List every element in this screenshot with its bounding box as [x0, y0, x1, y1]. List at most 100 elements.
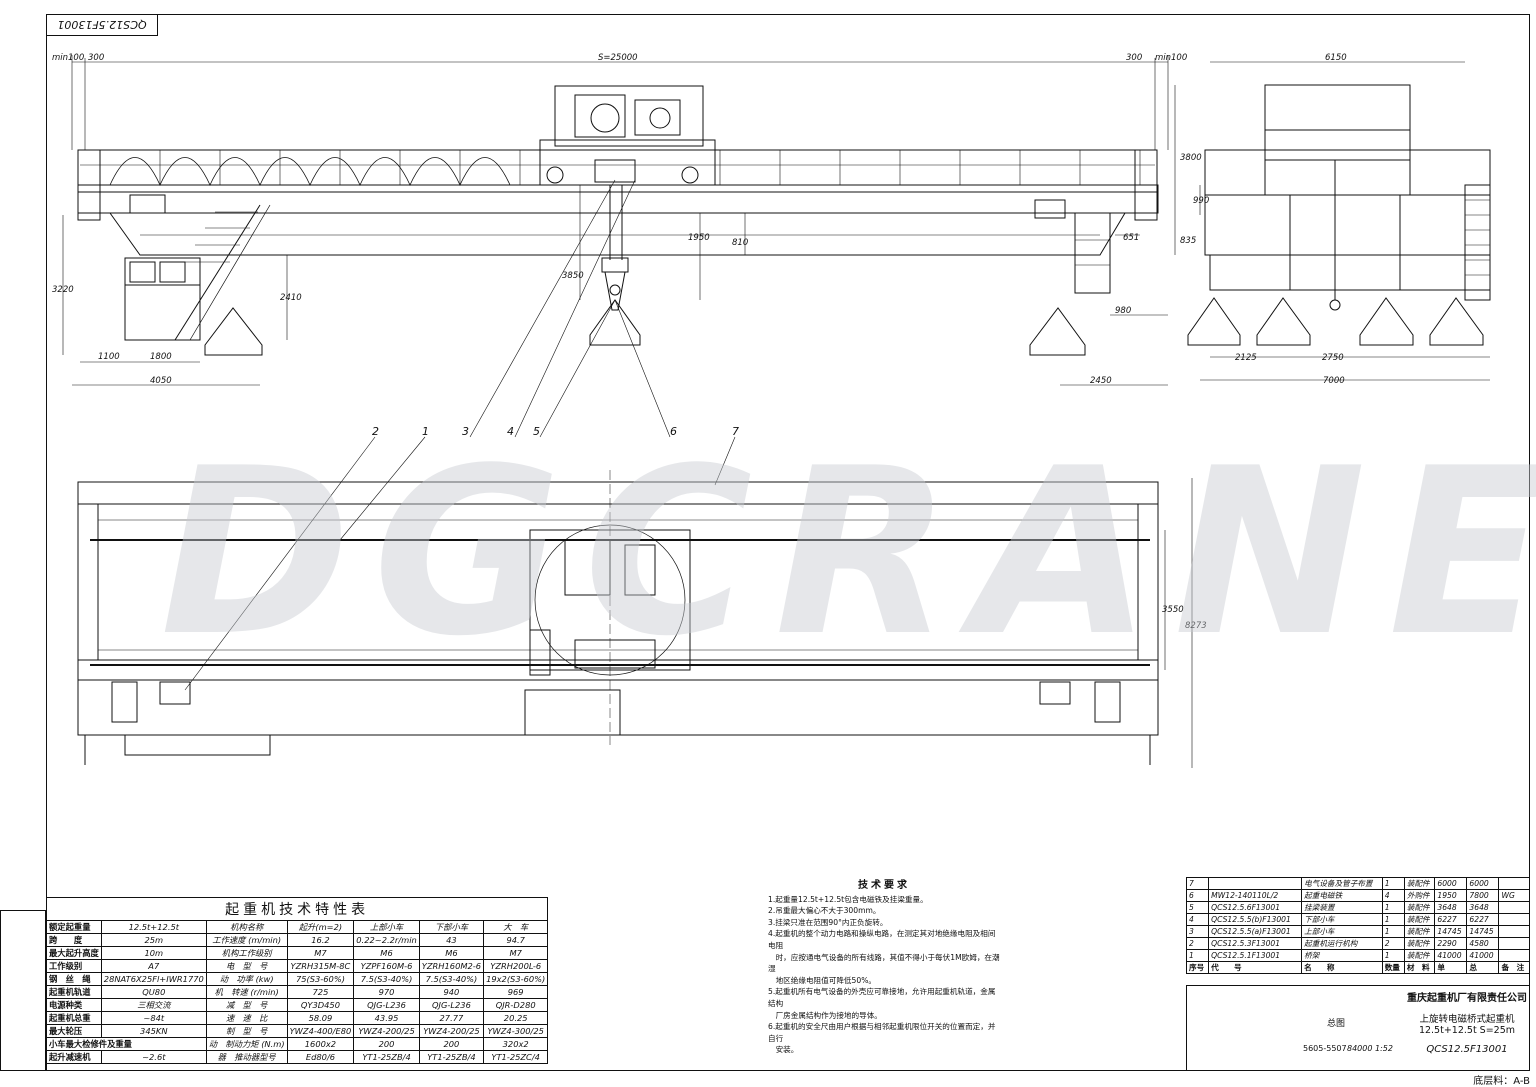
bom-header-cell: 数量 — [1381, 961, 1405, 974]
spec-cell: 970 — [353, 985, 420, 999]
bom-cell: 6227 — [1434, 913, 1468, 926]
dim-2125: 2125 — [1235, 353, 1257, 363]
spec-cell: YWZ4-200/25 — [353, 1024, 420, 1038]
dim-1100: 1100 — [98, 352, 120, 362]
weight-no: 5605-5507 — [1303, 1044, 1347, 1053]
magnet-left — [204, 307, 263, 356]
main-girder — [77, 184, 1159, 214]
spec-cell: 969 — [483, 985, 549, 999]
spec-cell: 7.5(S3-40%) — [418, 972, 485, 986]
spec-cell: 16.2 — [286, 933, 355, 947]
plan-girder-top — [77, 481, 1159, 505]
bom-cell: 外购件 — [1403, 889, 1436, 902]
spec-mech-label: 机 转速 (r/min) — [205, 985, 288, 999]
bom-cell: 4 — [1185, 913, 1210, 926]
spec-mech-label: 动 功率 (kw) — [205, 972, 288, 986]
bom-cell: MW12-140110L/2 — [1208, 889, 1303, 902]
front-elevation — [62, 55, 1176, 386]
side-elevation — [1187, 61, 1491, 381]
spec-mech-label: 工作速度 (m/min) — [205, 933, 288, 947]
spec-left-label: 最大起升高度 — [46, 946, 102, 960]
bom-cell: 3648 — [1434, 901, 1468, 914]
spec-header-bridge: 大 车 — [483, 920, 549, 934]
side-ladder — [1464, 184, 1491, 301]
balloon-7: 7 — [732, 425, 739, 438]
balloon-3: 3 — [462, 425, 469, 438]
spec-mech-label: 机构工作级别 — [205, 946, 288, 960]
requirement-item: 6.起重机的安全尺由用户根据与相邻起重机限位开关的位置而定，并自行 — [768, 1022, 996, 1043]
drawing-name: 上旋转电磁桥式起重机 12.5t+12.5t S=25m — [1405, 1014, 1529, 1036]
spec-cell: 75(S3-60%) — [286, 972, 355, 986]
magnet-right — [1029, 307, 1086, 356]
spec-cell: YWZ4-400/E80 — [286, 1024, 355, 1038]
spec-left-value: A7 — [100, 959, 207, 973]
dim-4050: 4050 — [150, 376, 172, 386]
dim-300-right: 300 — [1126, 53, 1142, 63]
spec-cell: YZRH200L-6 — [483, 959, 549, 973]
bom-cell: 1 — [1381, 913, 1405, 926]
requirement-item: 5.起重机所有电气设备的外壳应可靠接地，允许用起重机轨道，金属结构 — [768, 987, 996, 1008]
bom-cell: 6 — [1185, 889, 1210, 902]
bom-cell: 6227 — [1466, 913, 1500, 926]
spec-mech-label: 减 型 号 — [205, 998, 288, 1012]
spec-cell: YZRH160M2-6 — [418, 959, 485, 973]
end-truck-right — [1074, 212, 1111, 294]
spec-left-label: 钢 丝 绳 — [46, 972, 102, 986]
spec-cell: 94.7 — [483, 933, 549, 947]
bom-cell: 1 — [1381, 877, 1405, 890]
spec-cell: 7.5(S3-40%) — [353, 972, 420, 986]
company-name: 重庆起重机厂有限责任公司 — [1407, 993, 1527, 1004]
dim-980: 980 — [1115, 306, 1131, 316]
spec-mech-label: 电 型 号 — [205, 959, 288, 973]
dim-span: S=25000 — [598, 53, 638, 63]
trolley-top — [554, 85, 704, 147]
bom-cell: 1 — [1381, 901, 1405, 914]
spec-title: 起重机技术特性表 — [45, 897, 549, 921]
bom-cell — [1208, 877, 1303, 890]
dim-2750: 2750 — [1322, 353, 1344, 363]
spec-left-label: 跨 度 — [46, 933, 102, 947]
bom-cell: 4580 — [1466, 937, 1500, 950]
spec-cell: 725 — [286, 985, 355, 999]
magnet-front — [589, 299, 641, 346]
spec-left-value: 28NAT6X25Fl+IWR1770 — [100, 972, 207, 986]
spec-header-hoist: 起升(m=2) — [286, 920, 355, 934]
bom-header-cell: 序号 — [1185, 961, 1210, 974]
dim-2410: 2410 — [280, 293, 302, 303]
bom-cell: 装配件 — [1403, 913, 1436, 926]
spec-cell: 200 — [418, 1037, 485, 1051]
bom-cell: 上部小车 — [1301, 925, 1383, 938]
trolley-frame — [539, 139, 716, 186]
dim-3550: 3550 — [1162, 605, 1184, 615]
bom-cell — [1498, 901, 1530, 914]
bom-cell: 挂梁装置 — [1301, 901, 1383, 914]
bom-header-cell: 名 称 — [1301, 961, 1383, 974]
dim-810: 810 — [732, 238, 748, 248]
balloon-5: 5 — [533, 425, 540, 438]
bom-cell: 起重机运行机构 — [1301, 937, 1383, 950]
sheet-title: 总图 — [1327, 1019, 1346, 1029]
bom-cell: 1 — [1381, 949, 1405, 962]
spec-cell: 58.09 — [286, 1011, 355, 1025]
spec-mech-label: 器 推动器型号 — [205, 1050, 288, 1064]
girder-bottom — [109, 212, 1126, 256]
spec-mech-label: 速 速 比 — [205, 1011, 288, 1025]
dim-3850: 3850 — [562, 271, 584, 281]
bom-cell: 电气设备及管子布置 — [1301, 877, 1383, 890]
bom-header-cell: 总 — [1466, 961, 1500, 974]
bom-cell — [1498, 913, 1530, 926]
spec-left-value: 10m — [100, 946, 207, 960]
spec-cell: M7 — [286, 946, 355, 960]
bom-cell: 7800 — [1466, 889, 1500, 902]
bom-cell: QCS12.5.5(b)F13001 — [1208, 913, 1303, 926]
tech-requirements-title: 技术要求 — [858, 880, 910, 891]
plan-cab — [124, 734, 271, 756]
dim-6150: 6150 — [1325, 53, 1347, 63]
balloon-4: 4 — [507, 425, 514, 438]
